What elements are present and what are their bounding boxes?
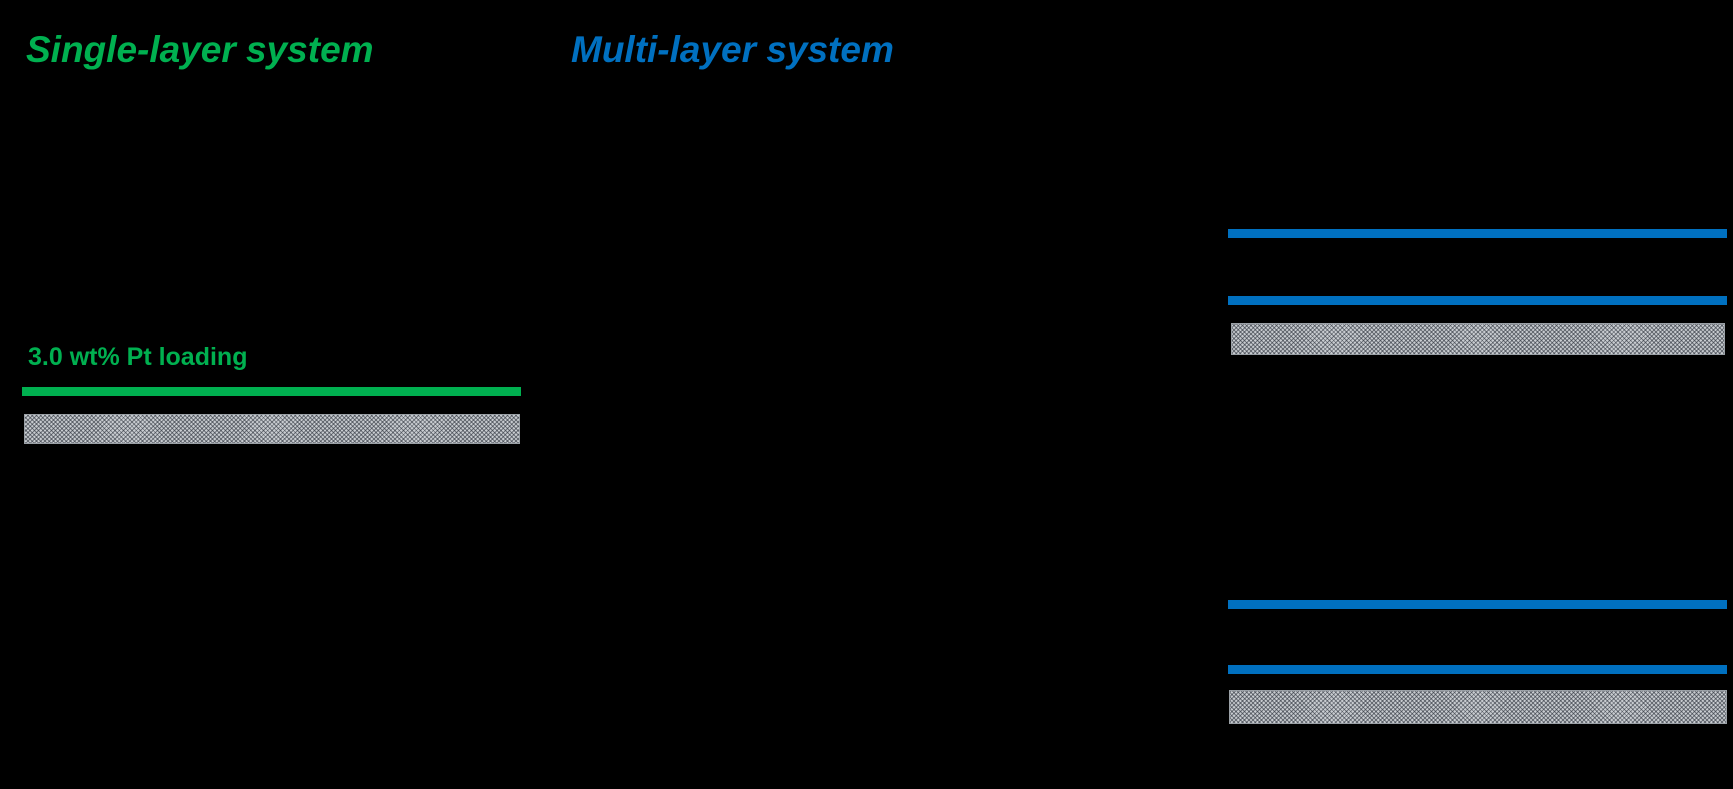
multi-layer-upper-line-1	[1228, 229, 1727, 238]
multi-layer-upper-line-2	[1228, 296, 1727, 305]
multi-layer-title: Multi-layer system	[571, 29, 894, 70]
multi-layer-lower-substrate	[1229, 690, 1727, 724]
multi-layer-lower-line-1	[1228, 600, 1727, 609]
single-layer-title: Single-layer system	[26, 29, 374, 70]
multi-layer-lower-line-2	[1228, 665, 1727, 674]
single-layer-pt-line	[22, 387, 521, 396]
single-layer-substrate	[24, 414, 520, 444]
multi-layer-upper-substrate	[1231, 323, 1725, 355]
pt-loading-label: 3.0 wt% Pt loading	[28, 343, 248, 371]
